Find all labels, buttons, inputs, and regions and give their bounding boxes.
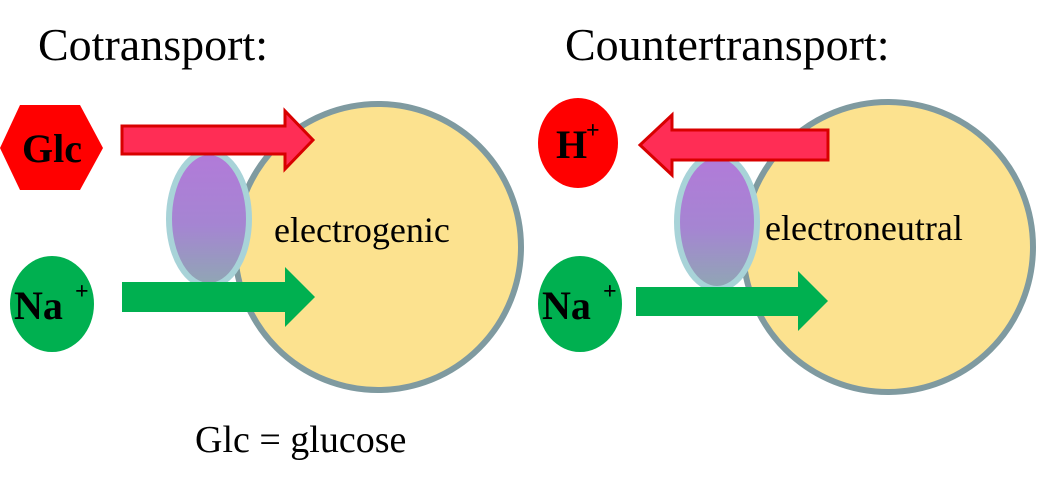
cotransport-title: Cotransport: — [38, 19, 268, 70]
proton-circle — [538, 98, 618, 188]
countertransport-transporter — [674, 152, 760, 292]
sodium-circle-left — [10, 256, 94, 352]
countertransport-cell-label: electroneutral — [765, 208, 963, 248]
countertransport-title: Countertransport: — [565, 19, 890, 70]
cotransport-cell-label: electrogenic — [274, 210, 450, 250]
proton-label: H — [556, 122, 587, 167]
sodium-charge-left: + — [75, 279, 89, 305]
sodium-inward-arrow-right — [636, 271, 828, 331]
cotransport-transporter — [166, 149, 252, 289]
sodium-circle-right — [538, 256, 622, 352]
sodium-inward-arrow-left — [122, 267, 315, 327]
caption: Glc = glucose — [195, 419, 406, 461]
sodium-label-left: Na — [14, 283, 63, 328]
proton-charge: + — [586, 118, 600, 144]
glucose-hexagon — [0, 105, 103, 190]
proton-outward-arrow — [637, 111, 830, 179]
sodium-charge-right: + — [603, 279, 617, 305]
sodium-label-right: Na — [542, 283, 591, 328]
glucose-inward-arrow — [120, 107, 316, 173]
glucose-label: Glc — [22, 126, 82, 171]
countertransport-panel: Countertransport: electroneutral H + Na … — [538, 19, 1036, 395]
cotransport-panel: Cotransport: electrogenic Glc Na + — [0, 19, 524, 393]
